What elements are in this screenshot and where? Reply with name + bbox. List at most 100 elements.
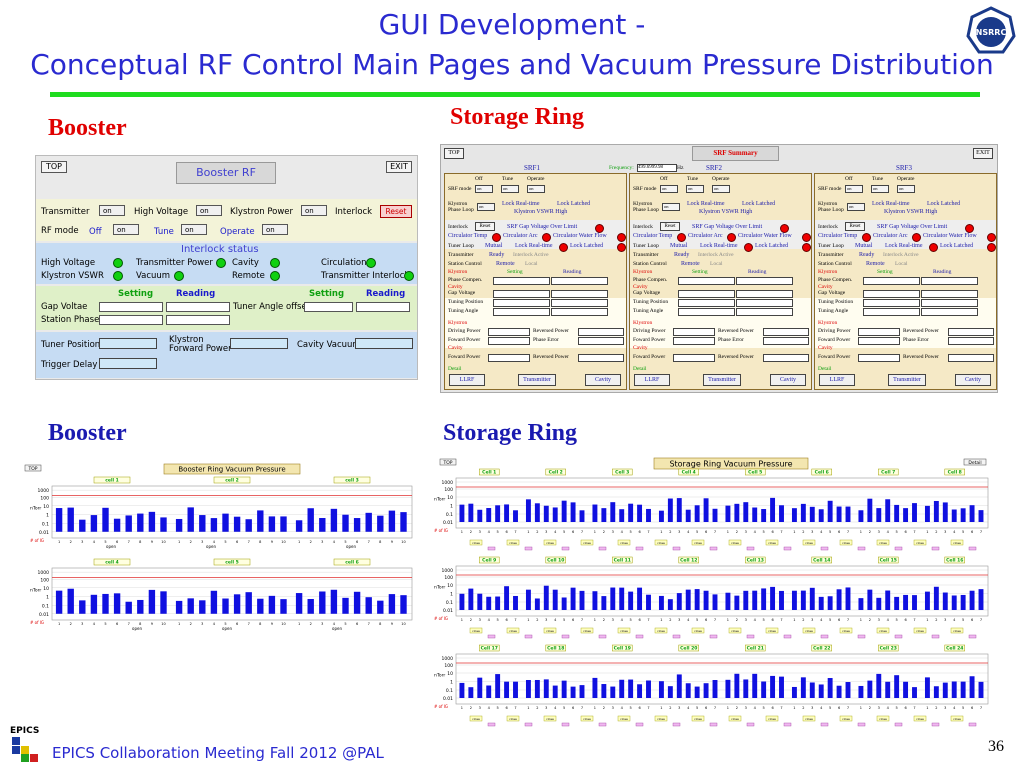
cell-label[interactable]: cell 6 (345, 560, 359, 566)
valve-indicator[interactable] (728, 715, 742, 722)
valve-indicator[interactable] (913, 715, 927, 722)
cell-label-box[interactable] (878, 644, 899, 652)
llrf-detail-button[interactable]: LLRF (449, 374, 485, 386)
tuning-position-setting[interactable] (678, 299, 735, 307)
on-toggle-button[interactable]: on (871, 185, 889, 193)
station-phase-setting-field[interactable] (99, 315, 163, 325)
cell-label-box[interactable] (333, 558, 371, 566)
cell-label[interactable]: cell 5 (225, 560, 239, 566)
cell-label[interactable]: Cell 9 (482, 558, 496, 564)
cell-label[interactable]: Cell 17 (481, 646, 498, 652)
valve-indicator[interactable] (765, 627, 779, 634)
cell-label[interactable]: Cell 24 (946, 646, 963, 652)
valve-indicator[interactable] (728, 627, 742, 634)
valve-indicator[interactable] (617, 627, 631, 634)
valve-indicator[interactable] (654, 539, 668, 546)
on-toggle-button[interactable]: on (475, 185, 493, 193)
valve-indicator[interactable] (913, 539, 927, 546)
cell-label-box[interactable] (213, 476, 251, 484)
cell-label-box[interactable] (479, 556, 500, 564)
rf-operate-button[interactable]: on (262, 224, 288, 235)
on-toggle-button[interactable]: on (662, 203, 680, 211)
cell-label-box[interactable] (811, 644, 832, 652)
cell-label[interactable]: cell 3 (345, 478, 359, 484)
on-toggle-button[interactable]: on (712, 185, 730, 193)
valve-indicator[interactable] (543, 627, 557, 634)
cell-label[interactable]: Cell 7 (881, 470, 895, 476)
cell-label[interactable]: Cell 12 (680, 558, 697, 564)
cell-label-box[interactable] (944, 556, 965, 564)
on-toggle-button[interactable]: on (845, 185, 863, 193)
valve-indicator[interactable] (506, 539, 520, 546)
valve-indicator[interactable] (580, 627, 594, 634)
exit-button[interactable]: EXIT (386, 161, 412, 173)
cell-label[interactable]: Cell 22 (813, 646, 830, 652)
cell-label[interactable]: Cell 21 (747, 646, 764, 652)
cell-label[interactable]: Cell 5 (748, 470, 762, 476)
valve-indicator[interactable] (950, 715, 964, 722)
valve-indicator[interactable] (580, 715, 594, 722)
cell-label-box[interactable] (612, 556, 633, 564)
cell-label-box[interactable] (811, 468, 832, 476)
cell-label-box[interactable] (745, 644, 766, 652)
cavity-detail-button[interactable]: Cavity (585, 374, 621, 386)
valve-indicator[interactable] (469, 715, 483, 722)
cell-label-box[interactable] (944, 644, 965, 652)
gap-voltage-setting-field[interactable] (99, 302, 163, 312)
rf-off-button[interactable]: on (113, 224, 139, 235)
cell-label-box[interactable] (479, 468, 500, 476)
cell-label-box[interactable] (944, 468, 965, 476)
storage-vac-top-button[interactable] (439, 458, 457, 466)
cell-label[interactable]: Cell 14 (813, 558, 830, 564)
tuning-angle-setting[interactable] (863, 308, 920, 316)
cell-label-box[interactable] (745, 468, 766, 476)
cavity-detail-button[interactable]: Cavity (955, 374, 991, 386)
phase-compen-setting[interactable] (678, 277, 735, 285)
cell-label-box[interactable] (678, 468, 699, 476)
top-button[interactable]: TOP (41, 161, 67, 173)
on-toggle-button[interactable]: on (686, 185, 704, 193)
cell-label[interactable]: Cell 10 (547, 558, 564, 564)
valve-indicator[interactable] (543, 539, 557, 546)
cell-label[interactable]: Cell 13 (747, 558, 764, 564)
on-toggle-button[interactable]: on (527, 185, 545, 193)
vac-top-button-label[interactable]: TOP (27, 466, 37, 472)
cell-label[interactable]: Cell 11 (614, 558, 631, 564)
transmitter-detail-button[interactable]: Transmitter (888, 374, 926, 386)
cell-label[interactable]: Cell 8 (948, 470, 962, 476)
phase-compen-setting[interactable] (493, 277, 550, 285)
valve-indicator[interactable] (802, 627, 816, 634)
cell-label[interactable]: Cell 16 (946, 558, 963, 564)
valve-indicator[interactable] (802, 539, 816, 546)
valve-indicator[interactable] (950, 539, 964, 546)
gap-voltage-setting[interactable] (863, 290, 920, 298)
high-voltage-on-button[interactable]: on (196, 205, 222, 216)
tuning-angle-setting[interactable] (678, 308, 735, 316)
cell-label[interactable]: Cell 2 (549, 470, 563, 476)
cell-label-box[interactable] (93, 558, 131, 566)
on-toggle-button[interactable]: on (660, 185, 678, 193)
cell-label-box[interactable] (479, 644, 500, 652)
cell-label-box[interactable] (745, 556, 766, 564)
cell-label[interactable]: cell 2 (225, 478, 239, 484)
transmitter-on-button[interactable]: on (99, 205, 125, 216)
reset-button[interactable]: Reset (845, 222, 865, 231)
cell-label-box[interactable] (878, 468, 899, 476)
cell-label-box[interactable] (612, 468, 633, 476)
reset-button[interactable]: Reset (380, 205, 412, 218)
cell-label-box[interactable] (545, 468, 566, 476)
valve-indicator[interactable] (728, 539, 742, 546)
tuning-position-setting[interactable] (493, 299, 550, 307)
on-toggle-button[interactable]: on (477, 203, 495, 211)
storage-vac-detail-button[interactable] (963, 458, 987, 466)
on-toggle-button[interactable]: on (897, 185, 915, 193)
valve-indicator[interactable] (765, 539, 779, 546)
reset-button[interactable]: Reset (475, 222, 495, 231)
cell-label[interactable]: Cell 1 (482, 470, 496, 476)
vac-top-button[interactable] (24, 464, 42, 472)
storage-vac-detail-button-label[interactable]: Detail (968, 460, 981, 466)
cell-label-box[interactable] (678, 556, 699, 564)
valve-indicator[interactable] (617, 539, 631, 546)
on-toggle-button[interactable]: on (501, 185, 519, 193)
srf-exit-button[interactable]: EXIT (973, 148, 993, 159)
